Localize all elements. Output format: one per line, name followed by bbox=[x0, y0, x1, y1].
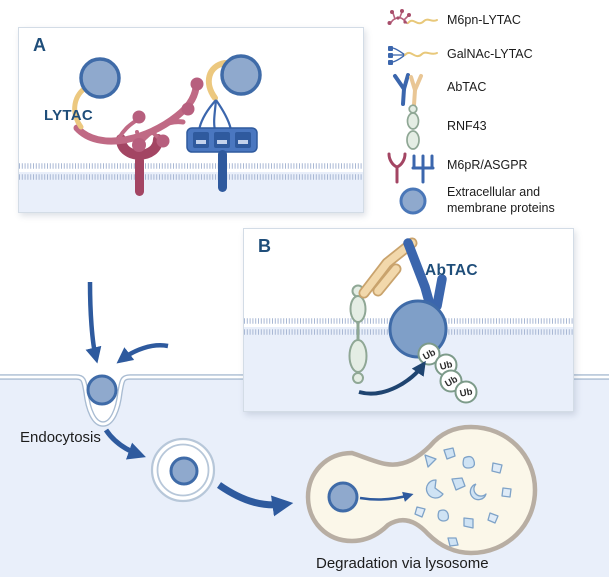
endocytosis-label: Endocytosis bbox=[20, 429, 101, 446]
plasma-membrane-core bbox=[0, 375, 609, 426]
legend-label: Extracellular and membrane proteins bbox=[447, 185, 555, 215]
panel-b: Ub Ub Ub Ub B AbTAC bbox=[243, 228, 574, 412]
arrow-into-pit-vertical bbox=[85, 281, 102, 364]
cargo-protein-in-vesicle bbox=[169, 456, 199, 486]
panel-b-art: Ub Ub Ub Ub bbox=[244, 237, 573, 411]
legend-label: RNF43 bbox=[447, 119, 487, 134]
lysosome bbox=[305, 424, 538, 556]
ub-label: Ub bbox=[459, 386, 474, 399]
abtac-label: AbTAC bbox=[425, 262, 478, 279]
legend-label: M6pR/ASGPR bbox=[447, 158, 528, 173]
target-protein-right bbox=[220, 54, 262, 96]
legend-row-abtac: AbTAC bbox=[385, 68, 607, 108]
legend-row-m6pn-lytac: M6pn-LYTAC bbox=[385, 8, 607, 34]
arrow-degradation bbox=[359, 491, 414, 502]
legend-row-galnac-lytac: GalNAc-LYTAC bbox=[385, 42, 607, 68]
abtac-antibody-blue-arm bbox=[403, 238, 447, 311]
arrow-into-pit-curved bbox=[116, 343, 169, 364]
panel-b-letter: B bbox=[258, 236, 271, 256]
abtac-icon bbox=[385, 69, 441, 107]
legend-label: M6pn-LYTAC bbox=[447, 13, 521, 28]
protein-fragments bbox=[414, 447, 512, 547]
lytac-label: LYTAC bbox=[44, 107, 94, 124]
legend-row-m6pr-asgpr: M6pR/ASGPR bbox=[385, 148, 607, 184]
asgpr-receptor bbox=[186, 127, 258, 192]
galnac-arms bbox=[197, 99, 233, 131]
arrow-vesicle-to-lysosome bbox=[217, 482, 294, 517]
cargo-protein-in-pit bbox=[86, 374, 118, 406]
legend-row-proteins: Extracellular and membrane proteins bbox=[385, 184, 607, 218]
m6pr-receptor bbox=[116, 134, 163, 196]
galnac-lytac-icon bbox=[385, 42, 441, 68]
rnf43-protein bbox=[348, 284, 368, 384]
degradation-label: Degradation via lysosome bbox=[316, 555, 489, 572]
linker-right bbox=[205, 60, 228, 101]
ubiquitin-chain: Ub Ub Ub Ub bbox=[417, 342, 478, 404]
ub-label: Ub bbox=[439, 359, 454, 373]
m6pr-asgpr-icon bbox=[385, 148, 441, 184]
legend-label: AbTAC bbox=[447, 80, 487, 95]
rnf43-icon bbox=[385, 104, 441, 150]
arrow-ubiquitination bbox=[358, 360, 426, 396]
endocytic-vesicle bbox=[150, 437, 216, 503]
panel-a: A LYTAC bbox=[18, 27, 364, 213]
panel-a-letter: A bbox=[33, 35, 46, 55]
target-protein-left bbox=[79, 57, 121, 99]
linker-left bbox=[72, 85, 88, 130]
cargo-protein-in-lysosome bbox=[327, 481, 359, 513]
panel-a-art bbox=[19, 54, 363, 212]
abtac-antibody-tan-arm bbox=[358, 237, 418, 299]
ub-label: Ub bbox=[421, 347, 438, 363]
legend-row-rnf43: RNF43 bbox=[385, 104, 607, 150]
legend-label: GalNAc-LYTAC bbox=[447, 47, 533, 62]
arrow-pit-to-vesicle bbox=[103, 428, 146, 460]
extracellular-membrane-protein-icon bbox=[385, 186, 441, 216]
m6pn-sugar-heads bbox=[132, 77, 204, 152]
panel-a-cytosol bbox=[19, 172, 363, 212]
m6pn-lytac-icon bbox=[385, 8, 441, 34]
